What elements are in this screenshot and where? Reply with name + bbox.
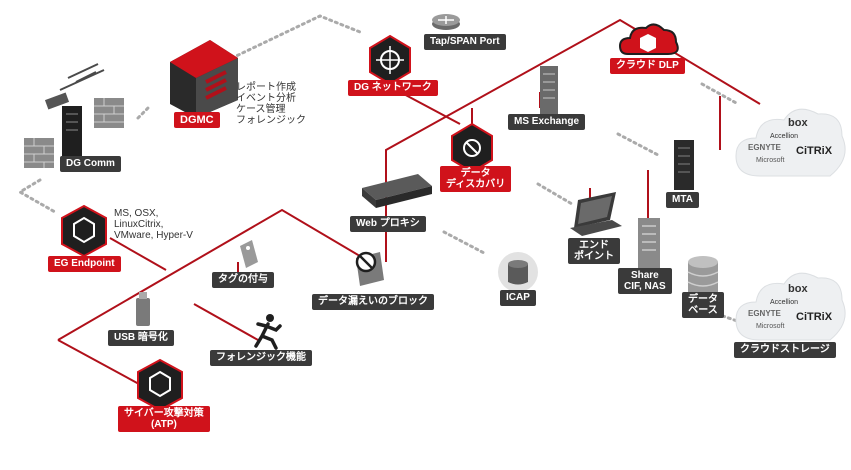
ms-exchange-server-icon [540,66,558,114]
dotted-link-discovery-endpoint [536,182,574,206]
dotted-link-exchange-mta [616,132,662,158]
network-line-endpoint [109,237,167,271]
dgmc-feature: ケース管理 [236,104,286,115]
atp-shield-icon [137,358,183,412]
running-person-icon [254,314,282,350]
endpoint-label-line2: ポイント [574,251,614,262]
dotted-link-proxy-icap [442,230,488,256]
mta-label: MTA [666,192,699,208]
network-line-forensic [193,303,259,341]
tagging-label: タグの付与 [212,272,274,288]
vendor-citrix-logo: CiTRiX [796,145,833,157]
satellite-icon [44,63,105,110]
ms-exchange-label: MS Exchange [508,114,586,130]
eg-endpoint-label: EG Endpoint [48,256,121,272]
atp-label-line2: (ATP) [150,419,177,430]
network-line-upper [385,18,761,186]
cloud-storage-label: クラウドストレージ [734,342,836,358]
dgmc-feature: イベント分析 [236,93,296,104]
dg-network-label: DG ネットワーク [348,80,438,96]
router-icon [432,14,460,30]
cloud-dlp-cloud-icon [618,23,679,55]
dgmc-label: DGMC [174,112,220,128]
vendor-accellion-logo: Accellion [770,299,798,306]
dg-comm-firewall-icon [24,98,124,168]
usb-drive-icon [136,292,150,326]
tag-icon [240,240,258,268]
dgmc-appliance-icon [170,40,238,118]
dgmc-feature: フォレンジック [236,115,306,126]
data-discovery-shield-icon [451,122,493,174]
database-label: データ ベース [682,292,724,318]
dg-network-shield-icon [369,34,411,86]
eg-endpoint-shield-icon [61,204,107,258]
network-line-dgnet [399,91,461,125]
icap-database-icon [498,252,538,292]
vendor-egnyte-logo: EGNYTE [748,143,782,152]
endpoint-os: LinuxCitrix, [114,219,164,230]
database-label-line2: ベース [688,305,718,316]
share-label: Share CIF, NAS [618,268,672,294]
data-discovery-label: データ ディスカバリ [440,166,512,192]
endpoint-label-line1: エンド [579,240,609,251]
data-discovery-label-line1: データ [460,168,491,179]
atp-label: サイバー攻撃対策 (ATP) [118,406,210,432]
usb-encryption-label: USB 暗号化 [108,330,174,346]
web-proxy-label: Web プロキシ [350,216,426,232]
web-proxy-device-icon [362,174,432,208]
endpoint-label: エンド ポイント [568,238,620,264]
cloud-dlp-label: クラウド DLP [610,58,685,74]
database-icon [687,256,719,296]
dgmc-feature-list: レポート作成 イベント分析 ケース管理 フォレンジック [236,82,306,126]
dgmc-feature: レポート作成 [236,82,296,93]
atp-label-line1: サイバー攻撃対策 [124,408,204,419]
vendor-microsoft-logo: Microsoft [756,323,784,330]
endpoint-os: MS, OSX, [114,208,159,219]
endpoint-laptop-icon [570,192,622,236]
vendor-box-logo: box [788,283,808,295]
tap-span-port-label: Tap/SPAN Port [424,34,506,50]
data-leak-block-label: データ漏えいのブロック [312,294,434,310]
vendor-box-logo: box [788,117,808,129]
block-icon [355,251,384,286]
dotted-link-dlp-cloud [700,82,740,106]
vendor-citrix-logo: CiTRiX [796,311,833,323]
mta-server-icon [674,140,694,190]
cloud-services-cloud-icon [735,108,846,177]
data-discovery-label-line2: ディスカバリ [446,179,506,190]
dotted-link-dgmc-network [230,14,362,60]
network-line-bottom [57,339,151,391]
vendor-accellion-logo: Accellion [770,133,798,140]
dotted-link-comm-endpoint [17,178,57,214]
dg-comm-label: DG Comm [60,156,121,172]
endpoint-os-list: MS, OSX, LinuxCitrix, VMware, Hyper-V [114,208,193,241]
share-storage-server-icon [638,218,660,268]
dotted-link-comm-dgmc [136,104,152,120]
vendor-microsoft-logo: Microsoft [756,157,784,164]
network-line-main [57,208,371,341]
vendor-egnyte-logo: EGNYTE [748,309,782,318]
dg-comm-server-icon [62,106,82,158]
endpoint-os: VMware, Hyper-V [114,230,193,241]
share-label-line2: CIF, NAS [624,281,666,292]
forensic-label: フォレンジック機能 [210,350,312,366]
database-label-line1: データ [688,294,718,305]
share-label-line1: Share [630,270,659,281]
icap-label: ICAP [500,290,536,306]
cloud-storage-cloud-icon [735,272,846,341]
